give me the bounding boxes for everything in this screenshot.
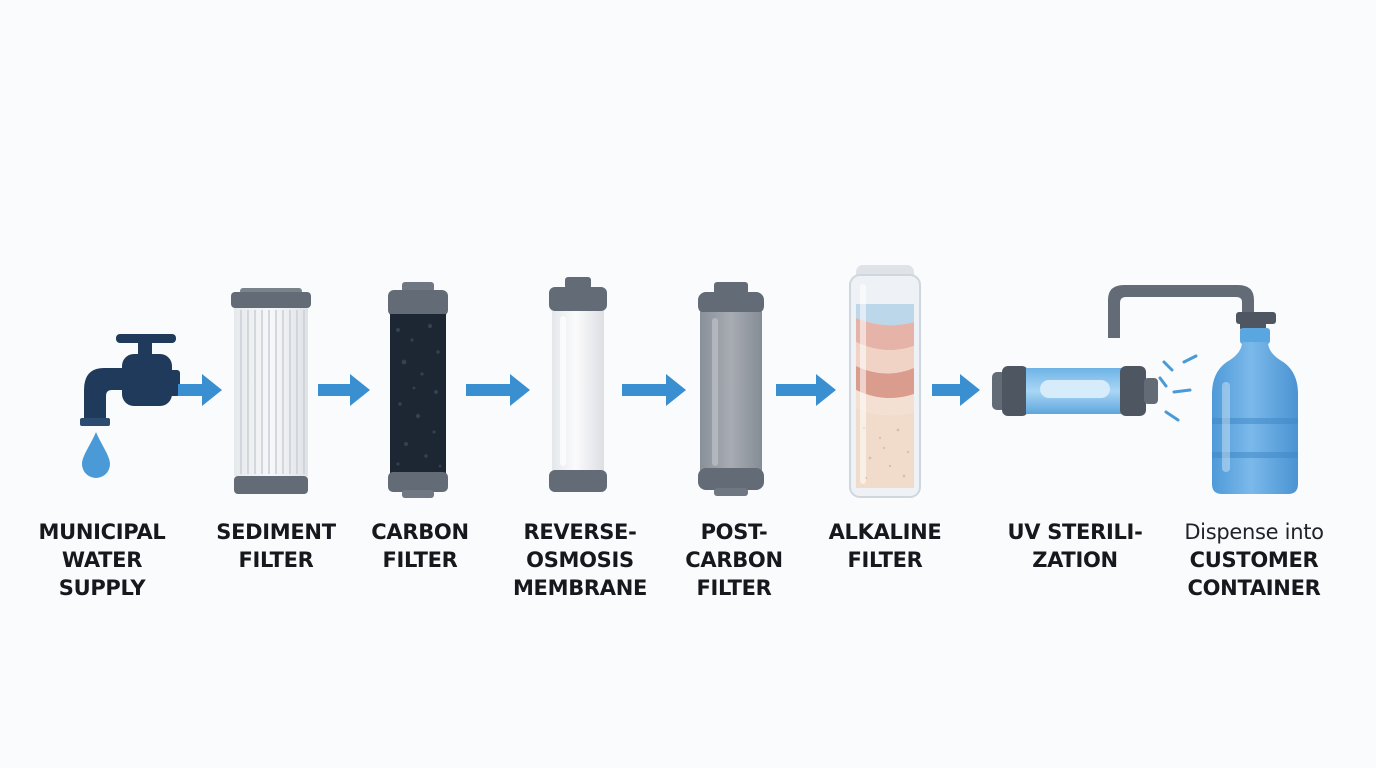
sediment-filter-icon bbox=[231, 288, 311, 494]
stage-label-post-carbon: POST- CARBON FILTER bbox=[685, 520, 783, 600]
stage-label-uv: UV STERILI- ZATION bbox=[1007, 520, 1143, 572]
post-carbon-filter-icon bbox=[698, 282, 764, 496]
stage-label-sediment: SEDIMENT FILTER bbox=[216, 520, 336, 572]
flow-arrow bbox=[932, 374, 980, 406]
flow-arrow bbox=[622, 374, 686, 406]
flow-arrow bbox=[466, 374, 530, 406]
dispense-instruction: Dispense into bbox=[1184, 520, 1324, 544]
faucet-icon bbox=[80, 334, 180, 478]
flow-arrow bbox=[318, 374, 370, 406]
stage-label-dispense: Dispense into CUSTOMER CONTAINER bbox=[1166, 518, 1342, 602]
stage-label-municipal: MUNICIPAL WATER SUPPLY bbox=[38, 520, 166, 600]
flow-arrow bbox=[776, 374, 836, 406]
ro-membrane-icon bbox=[549, 277, 607, 492]
alkaline-filter-icon bbox=[849, 265, 921, 498]
stage-label-carbon: CARBON FILTER bbox=[371, 520, 469, 572]
dispenser-bottle-icon bbox=[1108, 285, 1298, 494]
uv-sterilizer-icon bbox=[992, 366, 1158, 416]
stage-label-alkaline: ALKALINE FILTER bbox=[828, 520, 942, 572]
flow-arrow bbox=[178, 374, 222, 406]
stage-label-ro-membrane: REVERSE- OSMOSIS MEMBRANE bbox=[512, 520, 648, 600]
carbon-filter-icon bbox=[388, 282, 448, 498]
